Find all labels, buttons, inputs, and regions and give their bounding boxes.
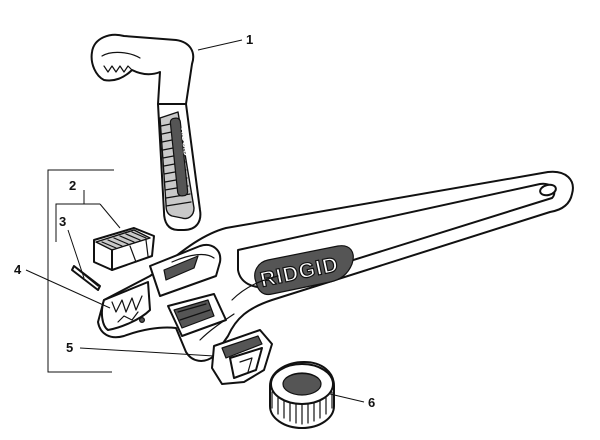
hook-jaw: RIDGID (90, 33, 202, 231)
callout-1: 1 (246, 32, 253, 47)
callout-2: 2 (69, 178, 76, 193)
wrench-handle: RIDGID (97, 170, 574, 362)
svg-text:RIDGID: RIDGID (179, 127, 191, 156)
pin (71, 265, 101, 291)
callout-3: 3 (59, 214, 66, 229)
callout-5: 5 (66, 340, 73, 355)
callout-6: 6 (368, 395, 375, 410)
adjusting-nut (269, 361, 335, 429)
callout-4: 4 (14, 262, 22, 277)
leader-lines (25, 39, 365, 403)
nut-housing (211, 329, 273, 385)
callout-labels: 1 2 3 4 5 6 (14, 32, 375, 410)
heel-jaw-insert (93, 227, 155, 271)
